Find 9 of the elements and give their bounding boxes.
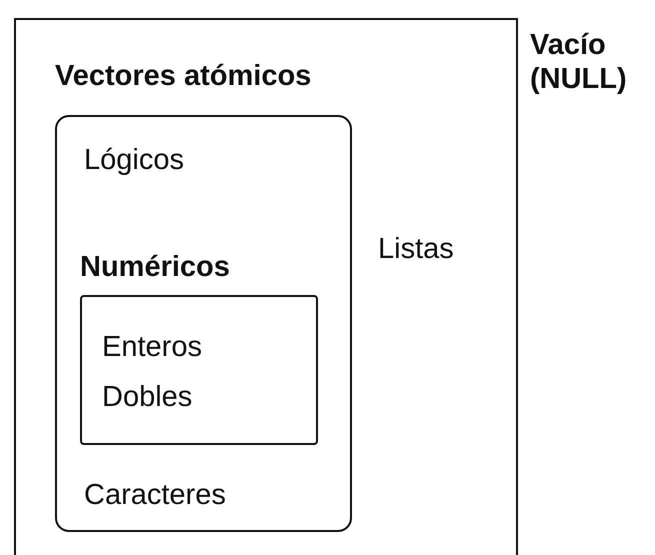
category-text: Listas bbox=[378, 232, 454, 266]
group-heading: Numéricos bbox=[80, 250, 230, 284]
category-text: Caracteres bbox=[84, 478, 226, 512]
category-text: Enteros bbox=[102, 330, 202, 364]
group-heading: Vectores atómicos bbox=[55, 59, 312, 93]
category-heading: Vacío (NULL) bbox=[530, 28, 628, 96]
category-text: Lógicos bbox=[84, 143, 184, 177]
category-text: Dobles bbox=[102, 380, 192, 414]
outer-box bbox=[14, 18, 518, 555]
